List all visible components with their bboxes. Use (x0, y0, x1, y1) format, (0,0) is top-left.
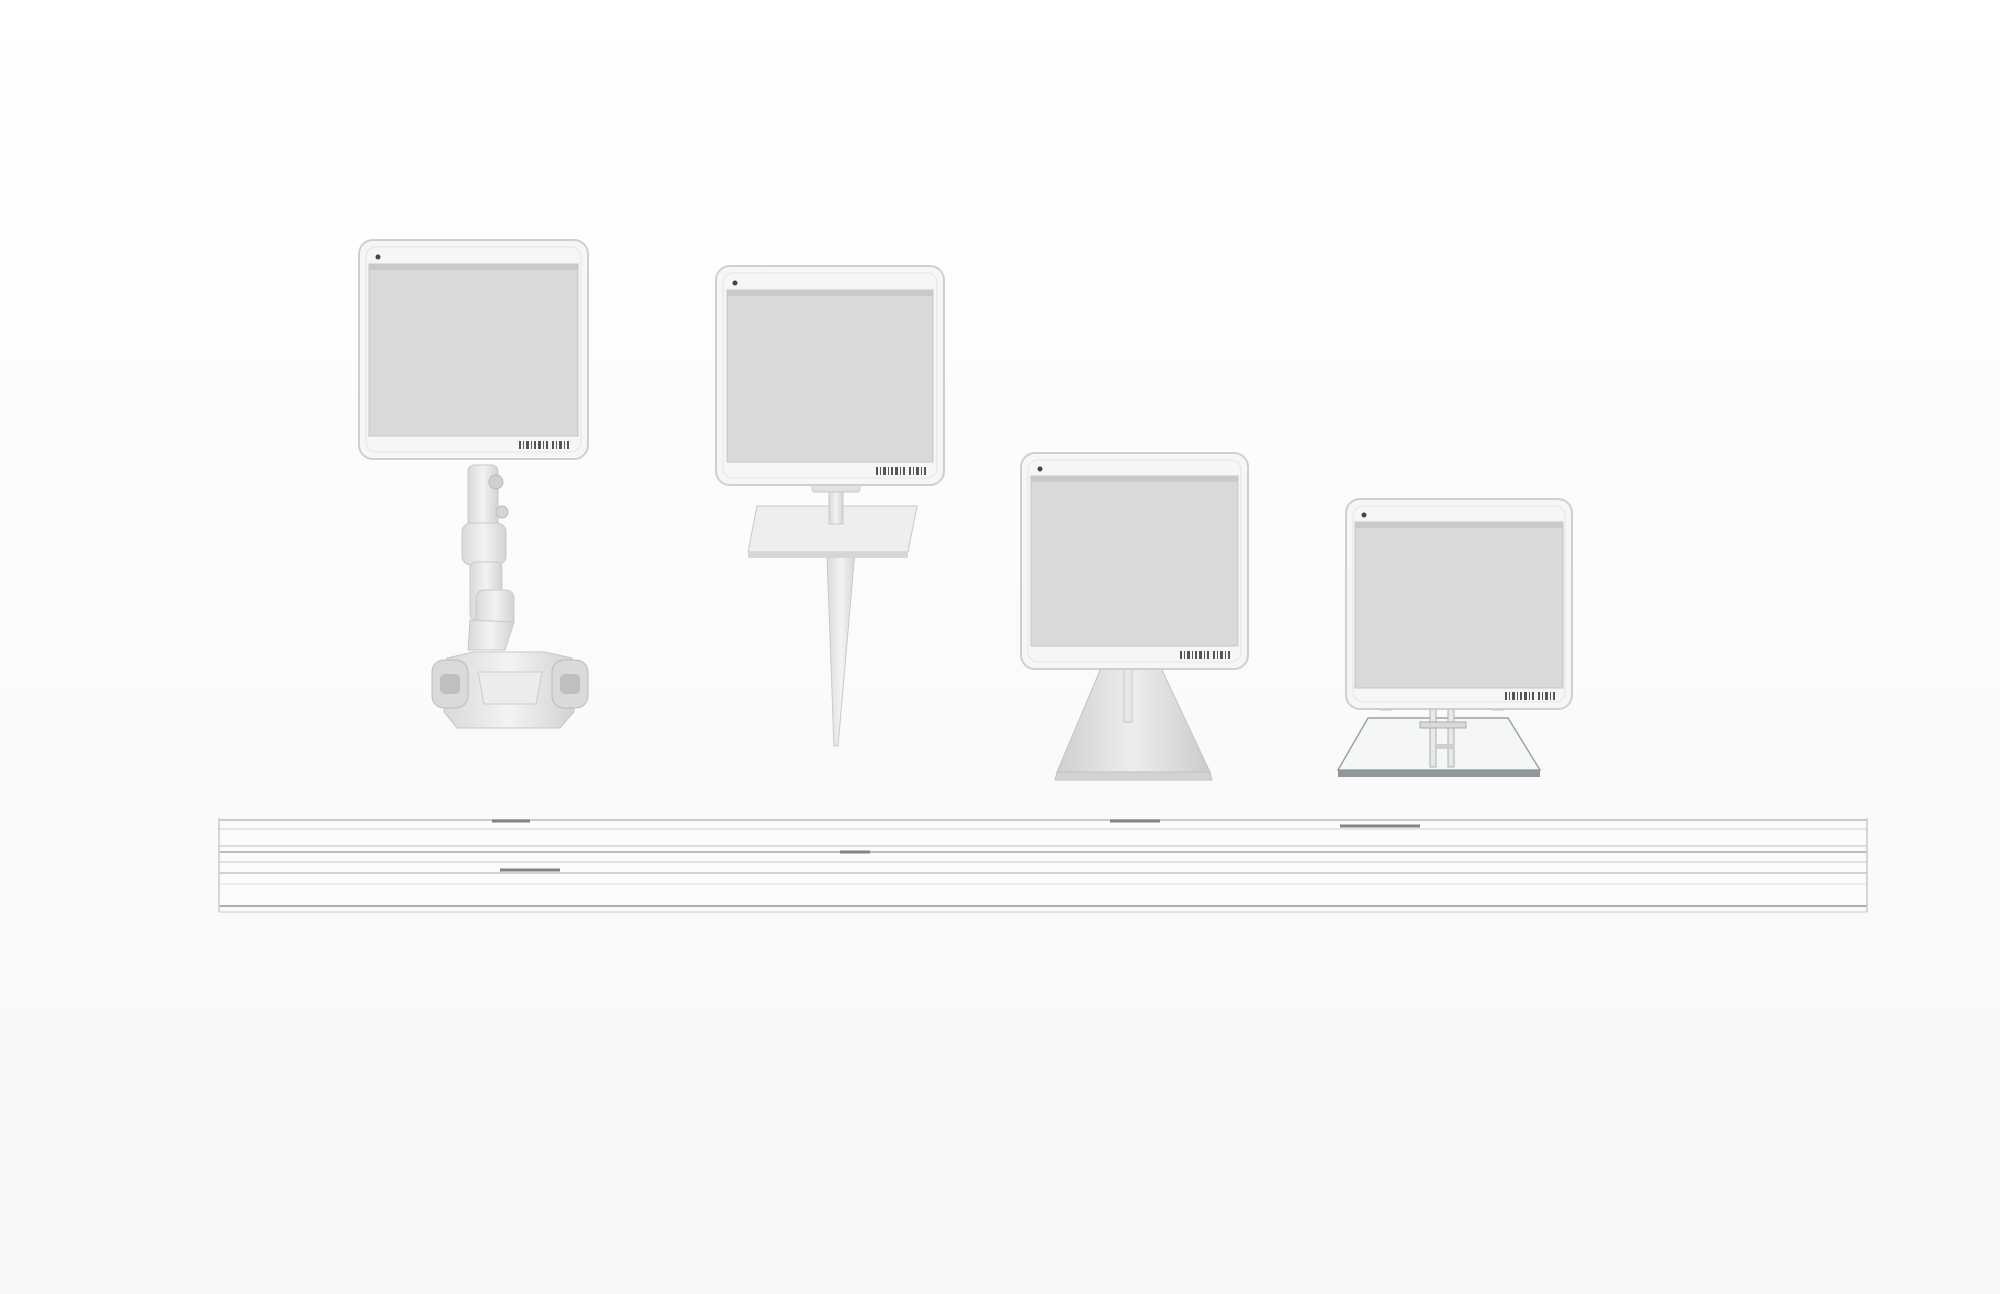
barcode (1180, 651, 1230, 659)
pyramid-stand (1054, 667, 1213, 781)
e-paper-screen (1354, 521, 1564, 689)
e-paper-label (715, 265, 945, 486)
barcode (519, 441, 569, 449)
led-indicator (1361, 512, 1367, 518)
stake-mount (747, 483, 918, 747)
acrylic-stand (1336, 704, 1542, 777)
label-on-clip-arm-mount (358, 239, 589, 729)
e-paper-screen (1030, 475, 1239, 647)
e-paper-screen (368, 263, 579, 437)
rail-connector-marks (492, 819, 1420, 872)
e-paper-label (1020, 452, 1249, 670)
e-paper-label (1345, 498, 1573, 710)
led-indicator (375, 254, 381, 260)
barcode (1505, 692, 1555, 700)
shelf-data-rail (218, 818, 1868, 913)
label-on-acrylic-stand (1336, 498, 1573, 777)
label-on-stake-mount (715, 265, 945, 747)
led-indicator (1037, 466, 1043, 472)
clip-arm-mount (431, 464, 589, 729)
label-on-pyramid-stand (1020, 452, 1249, 781)
barcode (876, 467, 926, 475)
e-paper-label (358, 239, 589, 460)
led-indicator (732, 280, 738, 286)
e-paper-screen (726, 289, 934, 463)
